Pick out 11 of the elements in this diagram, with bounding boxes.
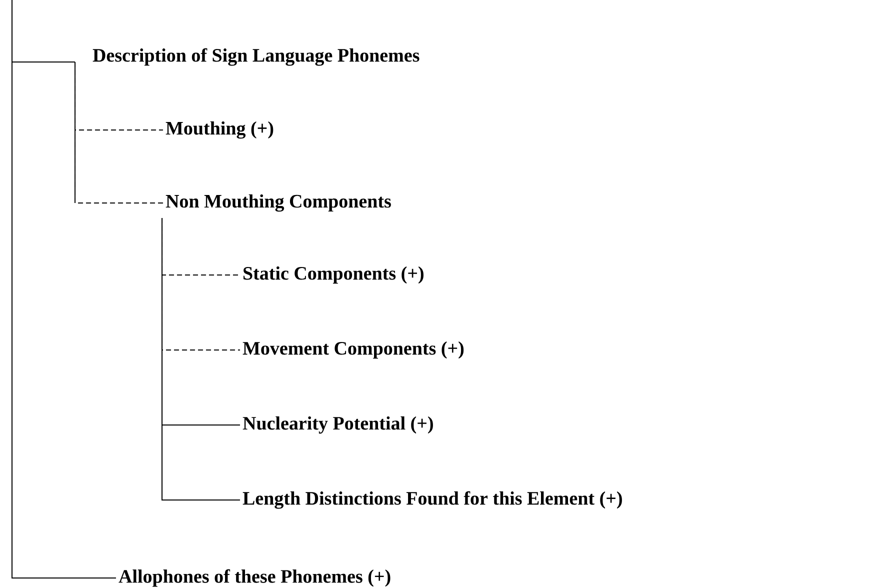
node-label: Mouthing (+) <box>166 121 274 139</box>
node-label: Static Components (+) <box>244 266 424 284</box>
node-label: Movement Components (+) <box>242 341 464 359</box>
node-label: Nuclearity Potential (+) <box>242 416 433 434</box>
node-label: Description of Sign Language Phonemes <box>92 48 420 66</box>
node-label: Allophones of these Phonemes (+) <box>118 569 390 587</box>
node-label: Length Distinctions Found for this Element (+) <box>242 491 622 509</box>
node-label: Non Mouthing Components <box>166 194 391 212</box>
connector-line <box>162 218 240 500</box>
connector-line <box>12 0 116 578</box>
connector-line <box>74 62 164 204</box>
